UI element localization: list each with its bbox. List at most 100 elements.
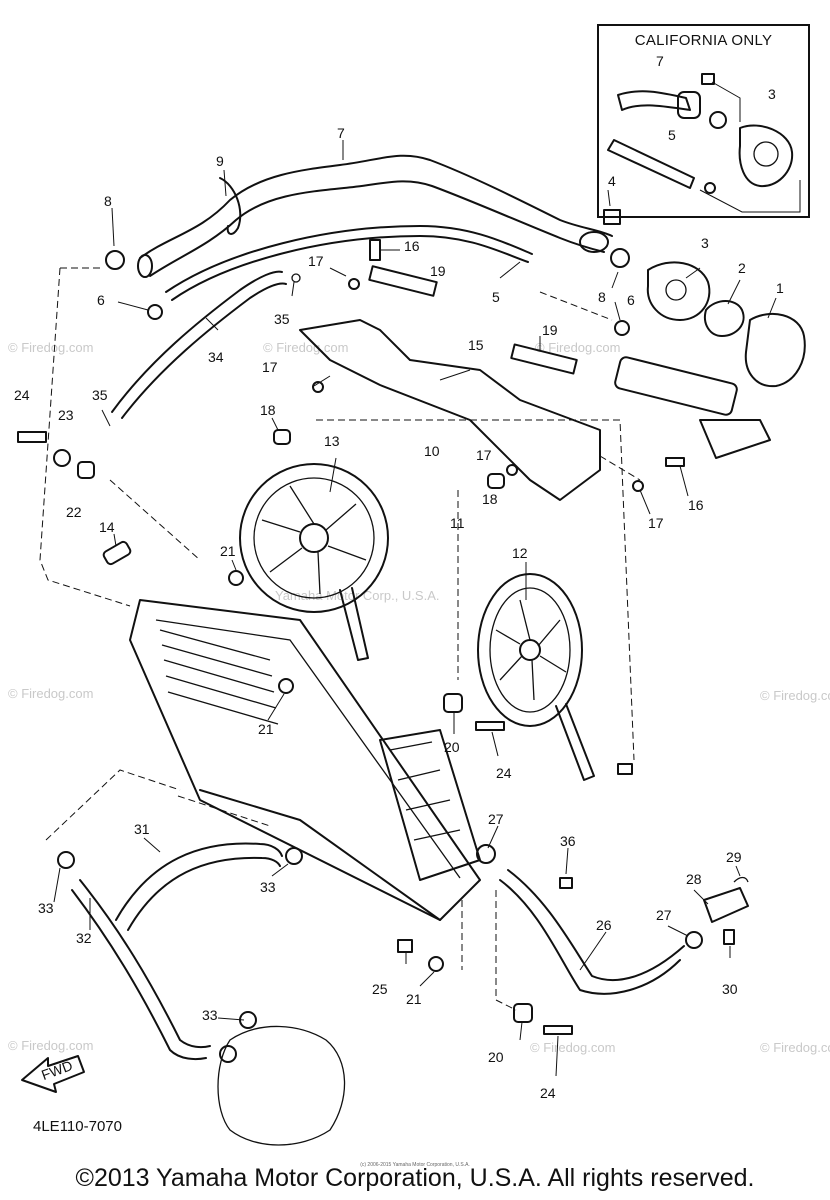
radiator-tank — [379, 729, 481, 881]
callout-number: 5 — [492, 289, 500, 305]
clamp-6-left — [147, 304, 163, 320]
fan-shroud-13 — [239, 463, 389, 613]
callout-number: 20 — [444, 739, 460, 755]
watermark: © Firedog.com — [8, 1038, 93, 1053]
pad-19-top — [368, 265, 438, 297]
collar-18 — [487, 473, 505, 489]
hose-7-left-end — [137, 254, 153, 278]
callout-number: 21 — [258, 721, 274, 737]
clamp-9 — [219, 177, 242, 235]
callout-number: 23 — [58, 407, 74, 423]
washer-23 — [53, 449, 71, 467]
callout-number: 35 — [92, 387, 108, 403]
collar-18 — [273, 429, 291, 445]
callout-number: 8 — [598, 289, 606, 305]
callout-leaders — [53, 140, 777, 1077]
hose-7-end — [579, 231, 609, 253]
callout-number: 17 — [308, 253, 324, 269]
plug-35 — [291, 273, 301, 283]
callout-number: 25 — [372, 981, 388, 997]
fan-shroud-12 — [477, 573, 583, 727]
callout-number: 31 — [134, 821, 150, 837]
callout-number: 16 — [404, 238, 420, 254]
watermark: © Firedog.com — [760, 688, 830, 703]
callout-number: 27 — [488, 811, 504, 827]
thermostat-cover-3 — [646, 261, 711, 321]
callout-number: 16 — [688, 497, 704, 513]
inset-hose-end — [677, 91, 701, 119]
shroud-15 — [299, 319, 601, 501]
callout-number: 11 — [450, 515, 465, 531]
clamp-33 — [285, 847, 303, 865]
hose-7-bottom — [149, 180, 605, 277]
inset-clamp — [709, 111, 727, 129]
radiator-fins — [159, 629, 279, 725]
copyright-footer: ©2013 Yamaha Motor Corporation, U.S.A. A… — [75, 1164, 755, 1192]
bracket-14 — [102, 540, 132, 566]
collar-25 — [397, 939, 413, 953]
pipe-outlet — [699, 419, 771, 459]
clamp-27-right — [685, 931, 703, 949]
hose-5-lower — [165, 225, 533, 293]
clamp-8-left — [105, 250, 125, 270]
forward-arrow: FWD — [21, 1055, 85, 1093]
damper-20 — [513, 1003, 533, 1023]
shroud-parts — [273, 239, 685, 501]
callout-number: 4 — [608, 173, 616, 189]
grommet-17 — [506, 464, 518, 476]
callout-number: 27 — [656, 907, 672, 923]
collar-21 — [428, 956, 444, 972]
callout-number: 33 — [260, 879, 276, 895]
callout-number: 19 — [542, 322, 558, 338]
watermark: © Firedog.com — [535, 340, 620, 355]
radiator-bottom-edge — [199, 789, 441, 921]
grommet-17 — [312, 381, 324, 393]
water-pipe — [614, 356, 738, 416]
callout-number: 26 — [596, 917, 612, 933]
california-only-inset: CALIFORNIA ONLY — [597, 24, 810, 218]
callout-number: 6 — [97, 292, 105, 308]
callout-number: 33 — [202, 1007, 218, 1023]
bolt-24 — [543, 1025, 573, 1035]
callout-number: 21 — [406, 991, 422, 1007]
hose-34-a — [111, 270, 283, 413]
callout-number: 29 — [726, 849, 742, 865]
collar-21 — [278, 678, 294, 694]
callout-number: 35 — [274, 311, 290, 327]
callout-number: 21 — [220, 543, 236, 559]
callout-number: 22 — [66, 504, 82, 520]
fan-bracket — [555, 703, 595, 781]
bolt-30 — [723, 929, 735, 945]
california-inset-parts — [607, 73, 801, 213]
hose-5-upper — [171, 235, 529, 301]
bolt-24 — [475, 721, 505, 731]
damper-20 — [443, 693, 463, 713]
bolt-24 — [17, 431, 47, 443]
inset-clamp-small — [704, 182, 716, 194]
inset-bolt — [701, 73, 715, 85]
callout-number: 7 — [337, 125, 345, 141]
callout-number: 36 — [560, 833, 576, 849]
callout-number: 17 — [648, 515, 664, 531]
callout-number: 6 — [627, 292, 635, 308]
callout-number: 32 — [76, 930, 92, 946]
watermark: © Firedog.com — [530, 1040, 615, 1055]
thermostat-assembly — [603, 209, 806, 459]
callout-number: 15 — [468, 337, 484, 353]
damper-22 — [77, 461, 95, 479]
hose-31-a — [115, 842, 283, 921]
hose-7-top — [139, 154, 613, 259]
callout-number: 24 — [14, 387, 30, 403]
callout-number: 20 — [488, 1049, 504, 1065]
callout-number: 9 — [216, 153, 224, 169]
callout-number: 1 — [776, 280, 784, 296]
clamp-33 — [57, 851, 75, 869]
inset-title: CALIFORNIA ONLY — [634, 32, 773, 49]
engine-outline — [217, 1025, 346, 1146]
watermarks: © Firedog.com © Firedog.com © Firedog.co… — [8, 340, 830, 1055]
callout-number: 33 — [38, 900, 54, 916]
watermark: © Firedog.com — [760, 1040, 830, 1055]
callout-number: 2 — [738, 260, 746, 276]
callout-number: 28 — [686, 871, 702, 887]
